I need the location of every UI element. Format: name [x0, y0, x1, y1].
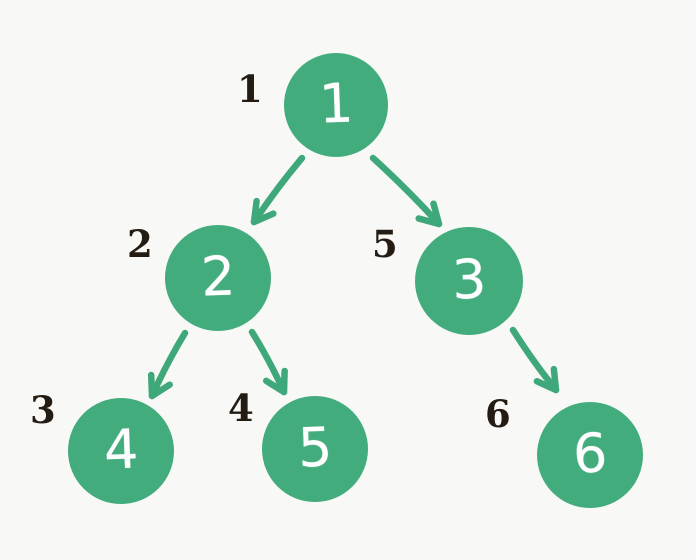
tree-node-value: 2: [199, 244, 237, 309]
tree-node-value: 6: [571, 421, 609, 486]
arrowhead-icon: [533, 365, 560, 394]
tree-edge-n2-n4: [148, 329, 189, 400]
traversal-order-label-6: 6: [485, 392, 511, 436]
tree-edge-n1-n3: [369, 154, 443, 228]
tree-edge-n2-n5: [248, 328, 288, 396]
tree-node-2[interactable]: 2: [165, 225, 271, 331]
tree-node-value: 1: [317, 71, 355, 136]
tree-node-6[interactable]: 6: [537, 402, 643, 508]
traversal-order-label-5: 4: [228, 386, 254, 430]
tree-node-value: 3: [450, 247, 488, 312]
tree-node-1[interactable]: 1: [284, 53, 388, 157]
traversal-order-label-1: 1: [237, 67, 263, 111]
traversal-order-label-2: 2: [127, 222, 153, 266]
tree-node-value: 4: [102, 417, 140, 482]
tree-node-5[interactable]: 5: [262, 396, 368, 502]
arrowhead-icon: [250, 197, 277, 226]
arrowhead-icon: [262, 367, 288, 396]
tree-node-3[interactable]: 3: [415, 227, 523, 335]
arrowhead-icon: [415, 200, 443, 228]
traversal-order-label-4: 3: [30, 388, 56, 432]
tree-node-value: 5: [296, 415, 334, 480]
tree-node-4[interactable]: 4: [68, 398, 174, 504]
tree-edge-n3-n6: [509, 326, 560, 394]
tree-edge-n1-n2: [250, 154, 306, 226]
arrowhead-icon: [147, 371, 173, 400]
traversal-order-label-3: 5: [372, 222, 398, 266]
